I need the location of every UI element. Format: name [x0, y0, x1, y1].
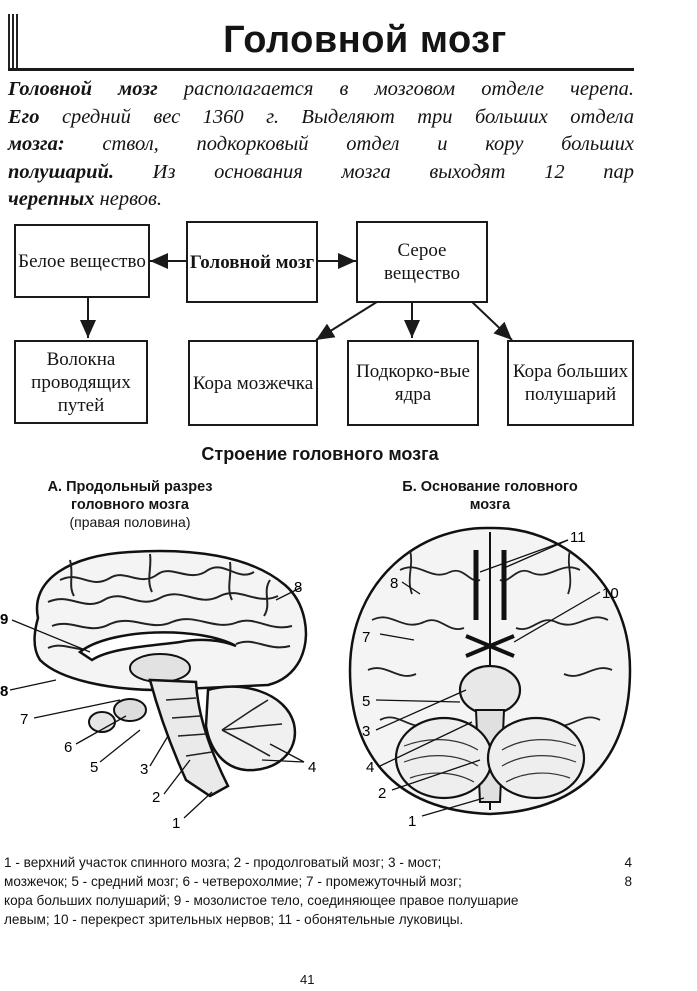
legend-row: мозжечок; 5 - средний мозг; 6 - четверох… — [4, 872, 632, 891]
legend-text: кора больших полушарий; 9 - мозолистое т… — [4, 893, 519, 908]
brainstem — [148, 678, 230, 798]
box-fibers: Волокна проводящих путей — [14, 340, 148, 424]
callout-a-3: 3 — [140, 761, 148, 778]
arrow-to-hemispheres — [469, 299, 513, 341]
legend-text: мозжечок; 5 - средний мозг; 6 - четверох… — [4, 874, 462, 889]
legend-row: кора больших полушарий; 9 - мозолистое т… — [4, 891, 632, 910]
callout-b-8: 8 — [390, 575, 398, 592]
arrow-to-cerebellum — [315, 299, 381, 341]
callout-a-1: 1 — [172, 815, 180, 832]
legend-row: 1 - верхний участок спинного мозга; 2 - … — [4, 853, 632, 872]
intro-line-lead: мозга: — [8, 133, 65, 155]
hypothalamus — [113, 698, 147, 722]
callout-b-1: 1 — [408, 813, 416, 830]
callout-a-8-left: 8 — [0, 683, 8, 700]
intro-line-text: ствол, подкорковый отдел и кору больших — [64, 133, 634, 155]
callout-a-7: 7 — [20, 711, 28, 728]
legend-text: 1 - верхний участок спинного мозга; 2 - … — [4, 855, 442, 870]
figure-a-subtitle: (правая половина) — [69, 514, 191, 530]
box-white-matter: Белое вещество — [14, 224, 150, 298]
box-hemisphere-cortex: Кора больших полушарий — [507, 340, 634, 426]
box-cerebellum-cortex: Кора мозжечка — [188, 340, 318, 426]
callout-b-5: 5 — [362, 693, 370, 710]
base-callout-lines — [375, 539, 601, 817]
arbor-vitae — [221, 699, 283, 757]
cerebellum-left — [394, 716, 494, 800]
intro-paragraph: Головной мозг располагается в мозговом о… — [8, 76, 634, 214]
page-title: Головной мозг — [223, 19, 507, 61]
callout-b-10: 10 — [602, 585, 619, 602]
section-heading: Строение головного мозга — [201, 444, 439, 464]
title-banner-edge — [8, 14, 20, 68]
gyri-lines — [47, 553, 293, 651]
figure-b-title: Б. Основание головного мозга — [402, 479, 578, 513]
brain-base-figure: 11 8 10 7 5 3 4 2 1 — [348, 526, 632, 830]
callout-b-3: 3 — [362, 723, 370, 740]
brainstem-striations — [165, 697, 213, 757]
figure-legend: 1 - верхний участок спинного мозга; 2 - … — [4, 853, 632, 929]
legend-row: левым; 10 - перекрест зрительных нервов;… — [4, 910, 632, 929]
intro-line-lead: полушарий. — [8, 160, 114, 183]
legend-tail: 8 — [624, 874, 632, 889]
intro-line-text: располагается в мозговом отделе черепа. — [157, 78, 634, 100]
scheme-connectors — [80, 253, 513, 341]
callout-lines — [9, 587, 305, 819]
callout-a-8-top: 8 — [294, 579, 302, 596]
figure-a-title: А. Продольный разрез головного мозга — [47, 479, 213, 513]
cerebellum-folia — [403, 739, 577, 783]
intro-line: мозга: ствол, подкорковый отдел и кору б… — [8, 131, 634, 159]
corpus-callosum — [77, 631, 237, 662]
callout-a-5: 5 — [90, 759, 98, 776]
callout-b-4: 4 — [366, 759, 374, 776]
intro-line-text: нервов. — [94, 188, 163, 210]
box-gray-matter: Серое вещество — [356, 221, 488, 303]
intro-line-text: Из основания мозга выходят 12 пар — [114, 160, 634, 183]
cerebellum — [204, 685, 297, 772]
callout-b-2: 2 — [378, 785, 386, 802]
intro-line-lead: Головной мозг — [8, 78, 158, 100]
callout-a-4: 4 — [308, 759, 316, 776]
diencephalon — [129, 653, 191, 683]
callout-b-7: 7 — [362, 629, 370, 646]
intro-line: Его средний вес 1360 г. Выделяют три бол… — [8, 104, 634, 132]
callout-a-9: 9 — [0, 611, 8, 628]
callout-b-11: 11 — [570, 529, 586, 546]
callout-a-2: 2 — [152, 789, 160, 806]
legend-tail: 4 — [624, 855, 632, 870]
page-number: 41 — [300, 972, 315, 987]
pons — [458, 664, 522, 716]
box-brain: Головной мозг — [186, 221, 318, 303]
box-subcortical: Подкорко-вые ядра — [347, 340, 479, 426]
intro-line: Головной мозг располагается в мозговом о… — [8, 76, 634, 104]
brain-sagittal-figure: 9 8 8 7 6 5 3 2 1 4 — [0, 549, 316, 832]
optic-chiasm — [465, 634, 515, 658]
intro-line-text: средний вес 1360 г. Выделяют три больших… — [39, 105, 634, 128]
callout-a-6: 6 — [64, 739, 72, 756]
intro-line-lead: Его — [8, 105, 40, 128]
intro-line: полушарий. Из основания мозга выходят 12… — [8, 159, 634, 187]
intro-line: черепных нервов. — [8, 186, 634, 214]
intro-line-lead: черепных — [8, 188, 95, 210]
cerebellum-right — [486, 716, 586, 800]
title-banner — [8, 14, 634, 71]
legend-text: левым; 10 - перекрест зрительных нервов;… — [4, 912, 464, 927]
